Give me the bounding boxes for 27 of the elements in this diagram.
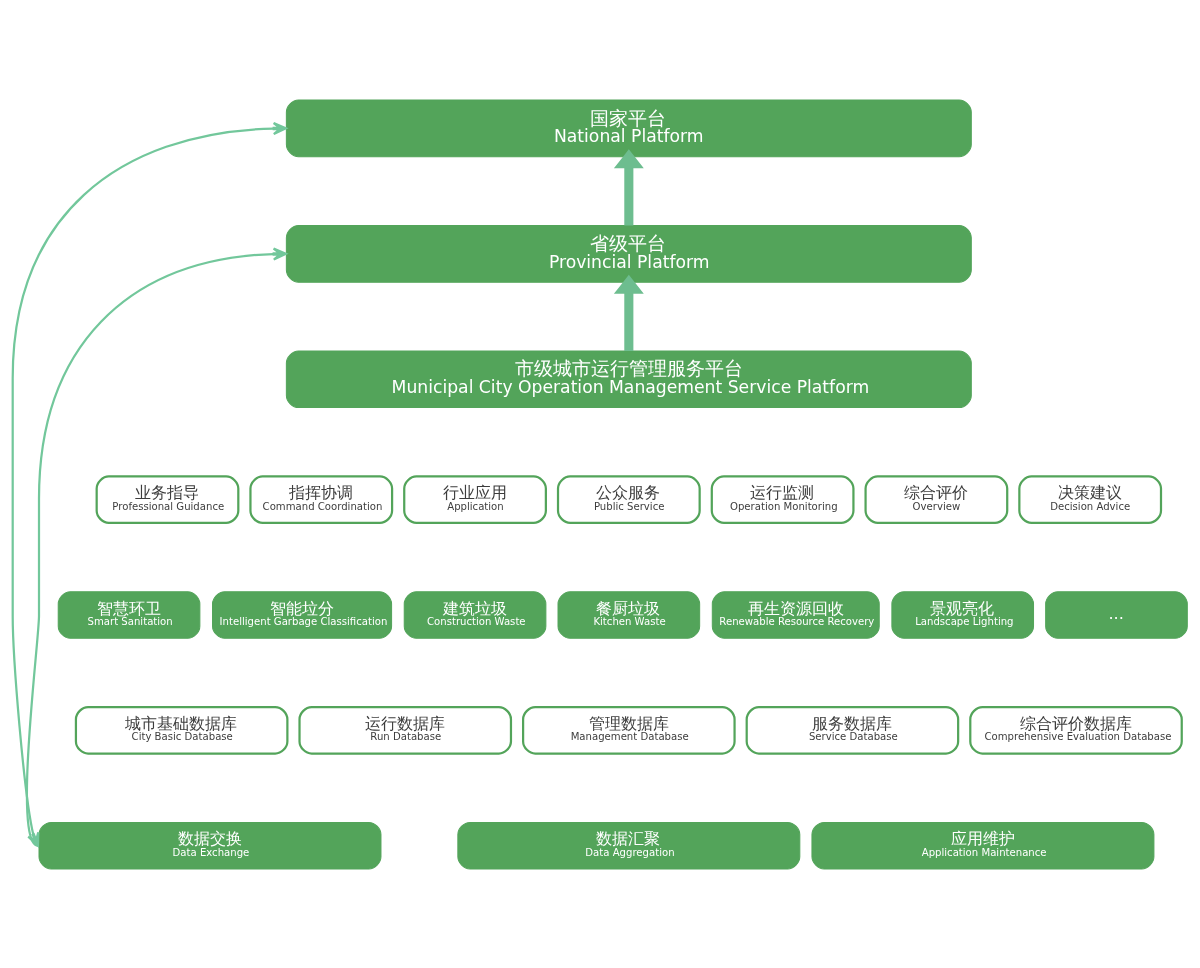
node-box: 指挥协调 Command Coordination xyxy=(249,474,394,524)
node-box: 建筑垃圾 Construction Waste xyxy=(403,590,547,639)
node-box: 综合评价数据库 Comprehensive Evaluation Database xyxy=(969,705,1183,755)
node-box: 公众服务 Public Service xyxy=(556,474,701,524)
node-box: 业务指导 Professional Guidance xyxy=(95,474,240,524)
node-box: 智慧环卫 Smart Sanitation xyxy=(57,590,201,639)
node-box: 服务数据库 Service Database xyxy=(745,705,960,755)
node-box: 决策建议 Decision Advice xyxy=(1018,474,1163,524)
node-box: 数据汇聚 Data Aggregation xyxy=(457,821,801,869)
node-box: 管理数据库 Management Database xyxy=(522,705,736,755)
node-box: 数据交换 Data Exchange xyxy=(38,821,382,869)
node-box: 市级城市运行管理服务平台 Municipal City Operation Management Service Platform xyxy=(285,349,972,408)
node-box: 城市基础数据库 City Basic Database xyxy=(74,705,289,755)
arrow xyxy=(613,148,644,225)
node-box: 餐厨垃圾 Kitchen Waste xyxy=(557,590,701,639)
node-box: 运行数据库 Run Database xyxy=(298,705,513,755)
node-box: 省级平台 Provincial Platform xyxy=(285,224,972,283)
node-box: 再生资源回收 Renewable Resource Recovery xyxy=(711,590,880,639)
node-box: 行业应用 Application xyxy=(403,474,547,524)
node-box: 应用维护 Application Maintenance xyxy=(811,821,1155,869)
node-box: ... xyxy=(1045,590,1188,639)
arrow xyxy=(613,274,644,351)
node-box: 景观亮化 Landscape Lighting xyxy=(891,590,1035,639)
node-box: 国家平台 National Platform xyxy=(285,99,972,157)
node-box: 智能垃分 Intelligent Garbage Classification xyxy=(212,590,393,639)
node-box: 综合评价 Overview xyxy=(864,474,1009,524)
node-box: 运行监测 Operation Monitoring xyxy=(710,474,855,524)
